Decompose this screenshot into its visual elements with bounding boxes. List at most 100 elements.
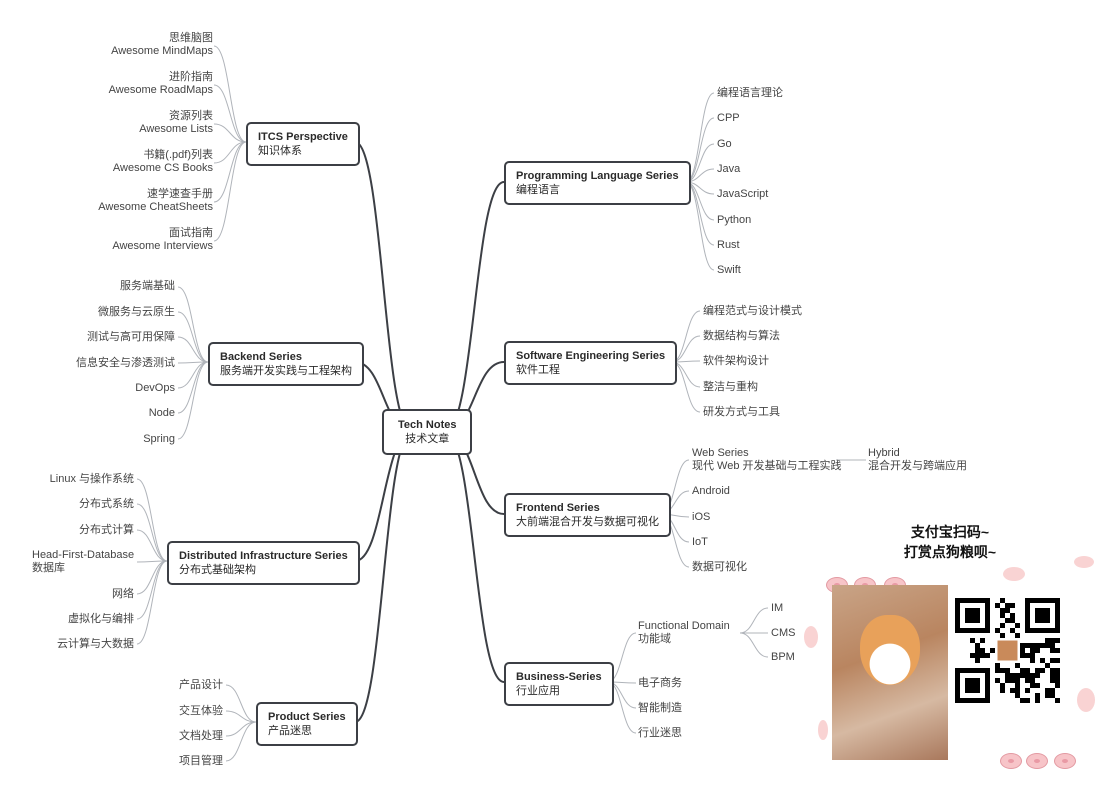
leaf-line1: Hybrid — [868, 447, 900, 459]
leaf-connector — [136, 503, 168, 562]
distributed-leaf[interactable]: 云计算与大数据 — [57, 638, 134, 650]
leaf-connector — [213, 123, 247, 143]
distributed-leaf[interactable]: 分布式计算 — [79, 524, 134, 536]
leaf-line2: Awesome MindMaps — [111, 45, 213, 57]
distributed-leaf[interactable]: Linux 与操作系统 — [49, 473, 134, 485]
leaf-connector — [136, 560, 168, 645]
leaf-line1: 面试指南 — [169, 227, 213, 239]
leaf-connector — [136, 560, 168, 563]
leaf-connector — [136, 560, 168, 620]
programming-leaf[interactable]: JavaScript — [717, 188, 769, 200]
branch-product[interactable]: Product Series 产品迷思 — [256, 702, 358, 746]
leaf-connector — [177, 286, 209, 363]
programming-leaf[interactable]: Swift — [717, 264, 741, 276]
leaf-line1: 思维脑图 — [169, 32, 213, 44]
product-leaf[interactable]: 交互体验 — [179, 705, 223, 717]
programming-leaf[interactable]: Python — [717, 214, 752, 226]
branch-backend[interactable]: Backend Series 服务端开发实践与工程架构 — [208, 342, 364, 386]
leaf-line1: Head-First-Database — [32, 549, 135, 561]
frontend-leaf[interactable]: iOS — [692, 511, 711, 523]
branch-programming[interactable]: Programming Language Series 编程语言 — [504, 161, 691, 205]
backend-leaf[interactable]: Node — [148, 407, 175, 419]
programming-leaf[interactable]: Rust — [717, 239, 740, 251]
backend-leaf[interactable]: 微服务与云原生 — [98, 306, 175, 318]
branch-frontend-subtitle: 大前端混合开发与数据可视化 — [516, 516, 659, 528]
decor-dot — [1077, 688, 1095, 712]
backend-leaf[interactable]: DevOps — [135, 382, 175, 394]
business-leaf[interactable]: 行业迷思 — [638, 727, 682, 739]
branch-programming-subtitle: 编程语言 — [516, 184, 560, 196]
root-subtitle: 技术文章 — [405, 433, 450, 445]
branch-frontend[interactable]: Frontend Series 大前端混合开发与数据可视化 — [504, 493, 671, 537]
branch-connector — [444, 431, 505, 683]
software-leaf[interactable]: 整洁与重构 — [703, 381, 758, 393]
distributed-leaf[interactable]: 网络 — [112, 588, 134, 600]
decor-dot — [804, 626, 818, 648]
business-leaf[interactable]: 智能制造 — [638, 702, 682, 714]
programming-leaf[interactable]: CPP — [717, 112, 740, 124]
leaf-line1: 速学速查手册 — [147, 188, 213, 200]
leaf-line2: Awesome CS Books — [112, 162, 213, 174]
frontend-leaf[interactable]: Android — [692, 485, 730, 497]
branch-distributed-subtitle: 分布式基础架构 — [179, 564, 256, 576]
business-functional-leaf[interactable]: BPM — [771, 651, 795, 663]
branch-itcs-title: ITCS Perspective — [258, 131, 348, 143]
business-functional-leaf[interactable]: IM — [771, 602, 784, 614]
business-leaf[interactable]: 电子商务 — [638, 677, 682, 689]
branch-backend-subtitle: 服务端开发实践与工程架构 — [220, 365, 352, 377]
leaf-line2: 现代 Web 开发基础与工程实践 — [692, 460, 842, 472]
product-leaf[interactable]: 项目管理 — [179, 755, 223, 767]
leaf-line2: 功能域 — [638, 633, 671, 645]
leaf-line1: Functional Domain — [638, 620, 730, 632]
programming-leaf[interactable]: Go — [717, 138, 732, 150]
branch-business-title: Business-Series — [516, 671, 602, 683]
corgi-face — [860, 615, 920, 685]
branch-software[interactable]: Software Engineering Series 软件工程 — [504, 341, 678, 385]
leaf-connector — [213, 84, 247, 143]
frontend-leaf[interactable]: 数据可视化 — [692, 561, 747, 573]
backend-leaf[interactable]: 测试与高可用保障 — [87, 331, 175, 343]
programming-leaf[interactable]: Java — [717, 163, 741, 175]
branch-distributed[interactable]: Distributed Infrastructure Series 分布式基础架… — [167, 541, 360, 585]
leaf-connector — [739, 607, 769, 634]
backend-leaf[interactable]: Spring — [143, 433, 175, 445]
root-node[interactable]: Tech Notes 技术文章 — [382, 409, 473, 455]
business-functional-leaf[interactable]: CMS — [771, 627, 796, 639]
leaf-line1: Web Series — [692, 447, 749, 459]
frontend-leaf[interactable]: IoT — [692, 536, 708, 548]
root-title: Tech Notes — [398, 419, 457, 431]
leaf-connector — [136, 529, 168, 562]
product-leaf[interactable]: 产品设计 — [179, 679, 223, 691]
pig-icon — [1054, 753, 1076, 769]
programming-leaf[interactable]: 编程语言理论 — [717, 87, 783, 99]
software-leaf[interactable]: 软件架构设计 — [703, 355, 769, 367]
product-leaf[interactable]: 文档处理 — [179, 730, 223, 742]
leaf-line1: 进阶指南 — [169, 71, 213, 83]
software-leaf[interactable]: 研发方式与工具 — [703, 406, 780, 418]
leaf-connector — [177, 361, 209, 389]
backend-leaf[interactable]: 信息安全与渗透测试 — [76, 357, 175, 369]
backend-leaf[interactable]: 服务端基础 — [120, 280, 175, 292]
software-leaf[interactable]: 数据结构与算法 — [703, 330, 780, 342]
alipay-qr-code — [955, 598, 1060, 703]
distributed-leaf[interactable]: 分布式系统 — [79, 498, 134, 510]
decor-dot — [1074, 556, 1094, 568]
branch-business[interactable]: Business-Series 行业应用 — [504, 662, 614, 706]
decor-dot — [818, 720, 828, 740]
branch-itcs[interactable]: ITCS Perspective 知识体系 — [246, 122, 360, 166]
branch-business-subtitle: 行业应用 — [516, 685, 560, 697]
leaf-line1: 资源列表 — [169, 110, 213, 122]
distributed-leaf[interactable]: 虚拟化与编排 — [68, 613, 134, 625]
donate-line2: 打赏点狗粮呗~ — [903, 544, 997, 560]
software-leaf[interactable]: 编程范式与设计模式 — [703, 305, 802, 317]
